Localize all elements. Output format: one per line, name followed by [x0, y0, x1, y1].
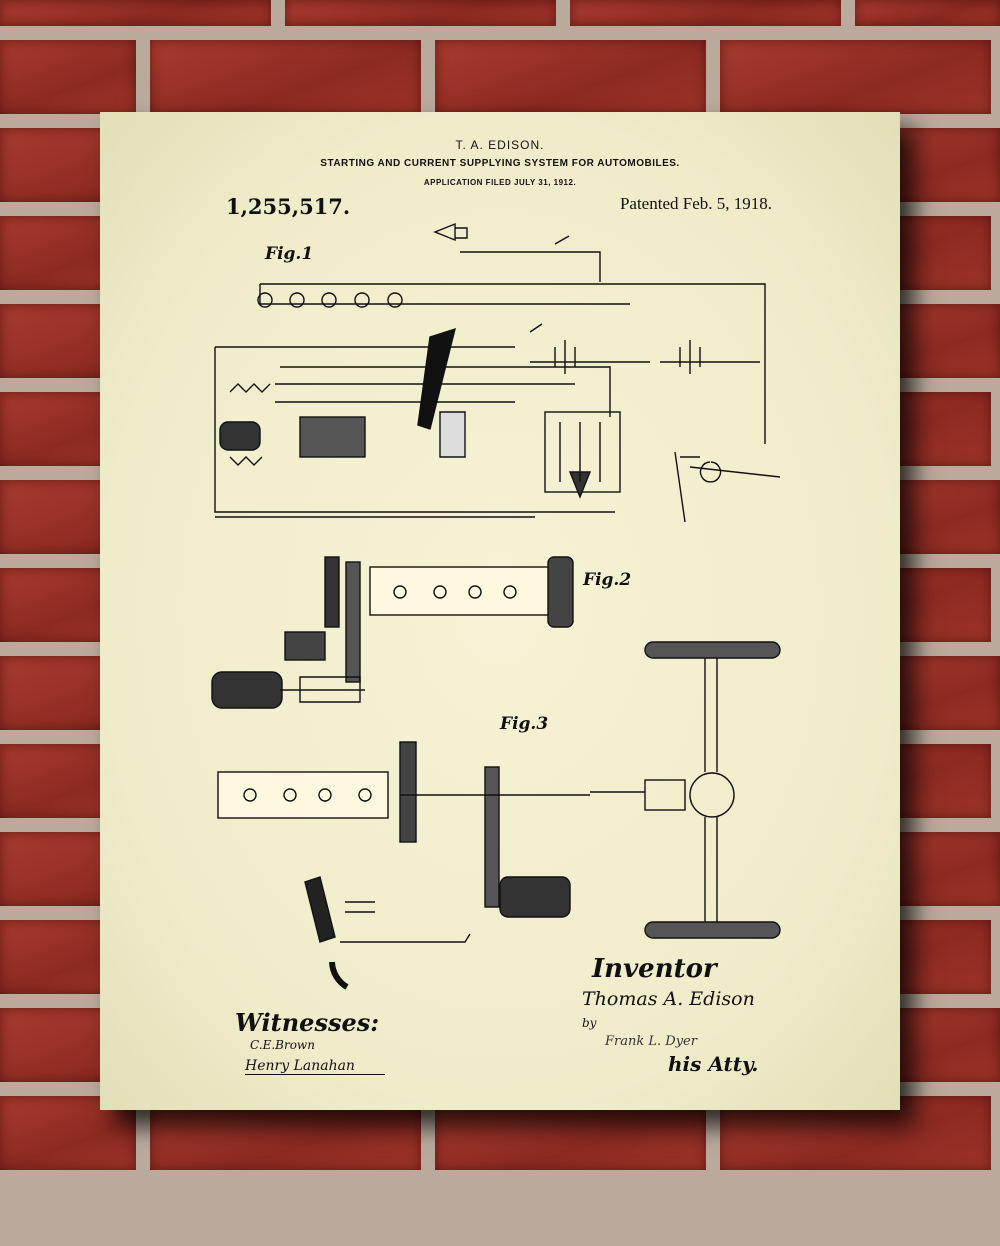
fig3-mechanism [217, 641, 781, 990]
patent-number: 1,255,517. [226, 194, 351, 219]
brick [720, 40, 991, 114]
patent-drawing [211, 222, 781, 990]
attorney-signature: Frank L. Dyer [605, 1034, 697, 1049]
patent-poster: T. A. EDISON. STARTING AND CURRENT SUPPL… [100, 112, 900, 1110]
fig2-label: Fig.2 [583, 570, 632, 590]
brick [435, 40, 706, 114]
brick-row [0, 0, 1000, 26]
witness-1-signature: C.E.Brown [250, 1038, 315, 1052]
application-date: APPLICATION FILED JULY 31, 1912. [423, 178, 577, 187]
patent-title: STARTING AND CURRENT SUPPLYING SYSTEM FO… [320, 158, 680, 169]
witnesses-label: Witnesses: [235, 1008, 380, 1037]
brick [570, 0, 841, 26]
inventor-label: Inventor [592, 954, 717, 984]
brick [0, 40, 136, 114]
patented-date: Patented Feb. 5, 1918. [619, 194, 772, 213]
fig3-label: Fig.3 [500, 714, 549, 734]
inventor-header: T. A. EDISON. [455, 138, 545, 152]
brick-row [0, 40, 1000, 114]
fig1-circuit [214, 222, 781, 523]
brick [855, 0, 1000, 26]
attorney-label: his Atty. [668, 1052, 759, 1076]
fig1-label: Fig.1 [265, 244, 314, 264]
witness-2-signature: Henry Lanahan [245, 1058, 385, 1075]
fig2-mechanism [211, 556, 574, 709]
by-label: by [582, 1016, 597, 1030]
inventor-name: Thomas A. Edison [582, 988, 755, 1010]
brick [285, 0, 556, 26]
brick [150, 40, 421, 114]
brick [0, 0, 271, 26]
